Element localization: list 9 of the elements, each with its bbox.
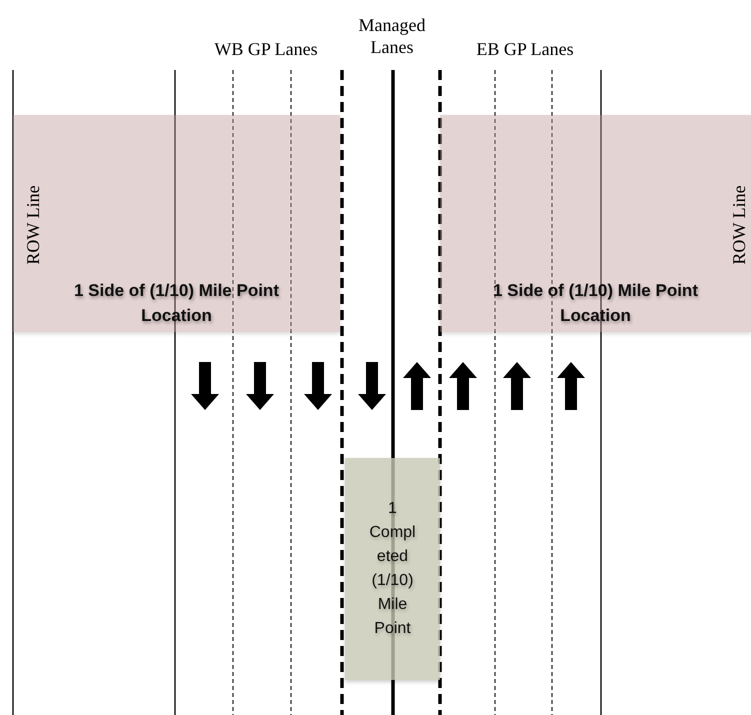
location-band xyxy=(440,115,751,332)
row-line-label: ROW Line xyxy=(728,184,750,267)
lane-group-label: Managed Lanes xyxy=(358,14,426,58)
location-band xyxy=(13,115,340,332)
lane-group-label: EB GP Lanes xyxy=(475,38,575,60)
lane-group-label: WB GP Lanes xyxy=(213,38,319,60)
row-line-label: ROW Line xyxy=(22,184,44,267)
mile-point-box xyxy=(345,458,440,680)
box-label: 1 Completed (1/10) Mile Point xyxy=(368,499,417,639)
